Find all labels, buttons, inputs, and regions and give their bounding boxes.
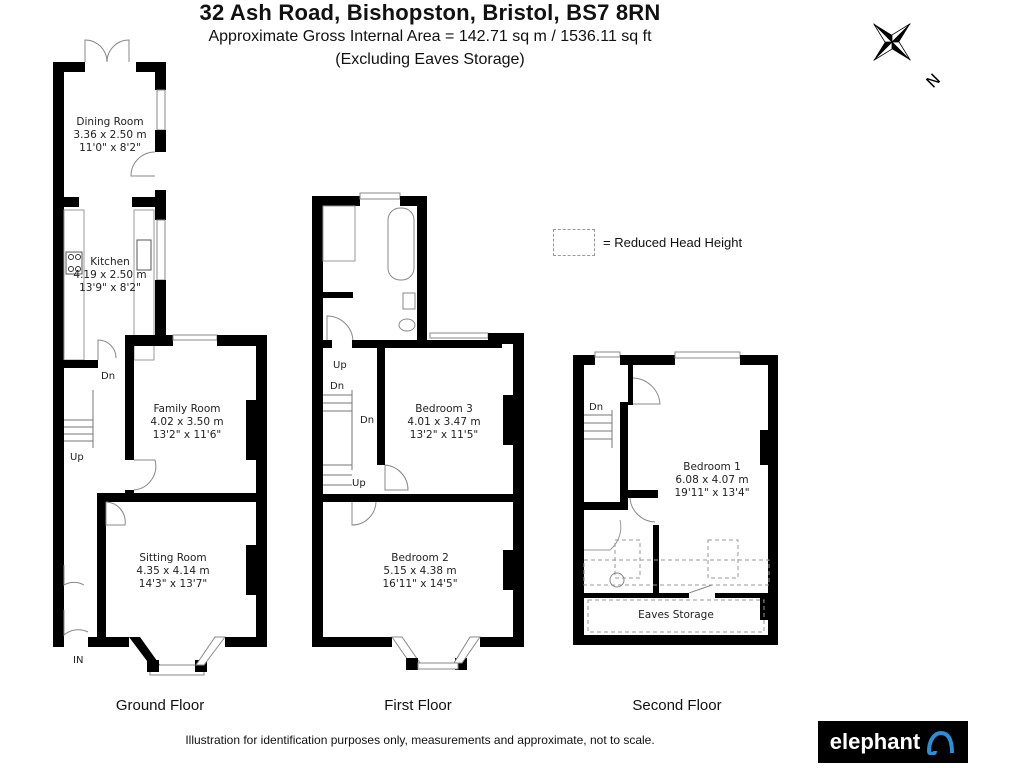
first-floor-plan: Up Dn Dn Up Bedroom 3 4.01 x 3.47 m 13'2… — [312, 192, 524, 670]
area-note: (Excluding Eaves Storage) — [335, 51, 525, 68]
room-imperial: 14'3" x 13'7" — [139, 578, 207, 590]
brand-name: elephant — [829, 729, 921, 754]
elephant-logo: elephant — [818, 721, 968, 763]
stairs-up-label: Up — [352, 478, 366, 489]
second-floor-plan: Dn Bedroom 1 6.08 x 4.07 m 19'11" x 13'4… — [573, 351, 778, 645]
stairs-down-label: Dn — [589, 402, 603, 413]
room-name: Eaves Storage — [638, 609, 714, 621]
room-name: Bedroom 1 — [683, 461, 741, 473]
room-name: Dining Room — [76, 116, 143, 128]
room-imperial: 11'0" x 8'2" — [79, 142, 141, 154]
room-metric: 4.35 x 4.14 m — [136, 565, 209, 577]
floor-label-second: Second Floor — [632, 697, 722, 714]
stairs-down-label: Dn — [101, 371, 115, 382]
gross-internal-area: Approximate Gross Internal Area = 142.71… — [208, 28, 652, 45]
floor-label-ground: Ground Floor — [115, 697, 205, 714]
north-arrow-icon: N — [873, 23, 942, 92]
room-imperial: 13'2" x 11'5" — [410, 429, 478, 441]
stairs-down-label: Dn — [330, 381, 344, 392]
room-imperial: 13'9" x 8'2" — [79, 282, 141, 294]
room-imperial: 16'11" x 14'5" — [382, 578, 457, 590]
room-name: Family Room — [153, 403, 220, 415]
room-imperial: 19'11" x 13'4" — [674, 487, 749, 499]
room-name: Kitchen — [90, 256, 129, 268]
reduced-head-height-symbol — [553, 229, 595, 256]
room-name: Sitting Room — [139, 552, 206, 564]
property-address: 32 Ash Road, Bishopston, Bristol, BS7 8R… — [199, 0, 661, 25]
room-metric: 5.15 x 4.38 m — [383, 565, 456, 577]
room-metric: 4.19 x 2.50 m — [73, 269, 146, 281]
room-metric: 3.36 x 2.50 m — [73, 129, 146, 141]
disclaimer: Illustration for identification purposes… — [185, 733, 655, 747]
elephant-trunk-icon — [927, 730, 955, 755]
ground-floor-plan: IN Dn Up Dining Room 3.36 x 2.50 m 11'0"… — [53, 39, 267, 676]
stairs-up-label: Up — [70, 452, 84, 463]
floor-label-first: First Floor — [384, 697, 452, 714]
entrance-label: IN — [73, 655, 83, 666]
room-metric: 6.08 x 4.07 m — [675, 474, 748, 486]
room-name: Bedroom 3 — [415, 403, 473, 415]
stairs-up-label: Up — [333, 360, 347, 371]
room-metric: 4.01 x 3.47 m — [407, 416, 480, 428]
legend: = Reduced Head Height — [553, 229, 742, 256]
stairs-down-label: Dn — [360, 415, 374, 426]
room-metric: 4.02 x 3.50 m — [150, 416, 223, 428]
legend-text: = Reduced Head Height — [603, 235, 743, 250]
room-name: Bedroom 2 — [391, 552, 449, 564]
room-imperial: 13'2" x 11'6" — [153, 429, 221, 441]
